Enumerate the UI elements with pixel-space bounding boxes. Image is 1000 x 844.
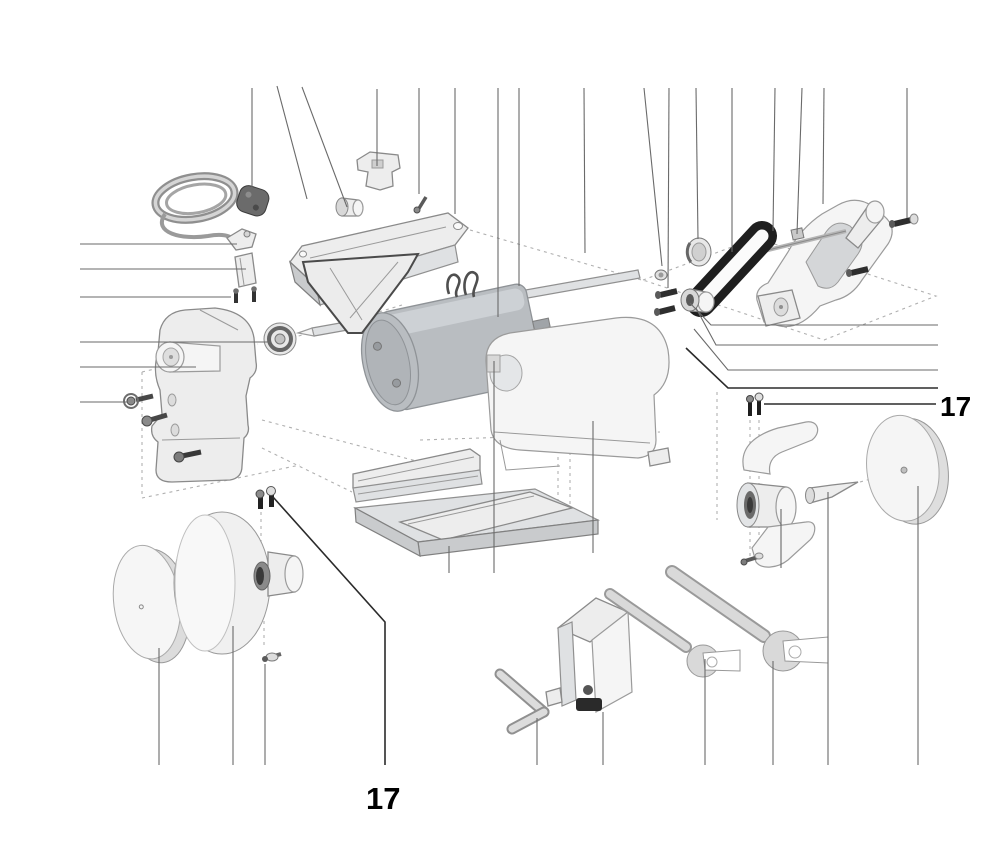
terminal-screws-pair bbox=[233, 286, 257, 303]
part-number-17-right: 17 bbox=[940, 391, 971, 422]
spacer-sleeve bbox=[335, 197, 364, 217]
mount-bolt-washer bbox=[123, 393, 154, 409]
power-plug bbox=[236, 185, 270, 217]
wheel-flange bbox=[173, 511, 304, 655]
left-motor-mount bbox=[150, 307, 258, 483]
wheel-guard-right bbox=[736, 421, 819, 568]
right-bearing-stand bbox=[756, 199, 893, 328]
hex-screw-left-1 bbox=[655, 288, 678, 299]
cable-clamp bbox=[226, 228, 257, 251]
guard-screw bbox=[740, 552, 764, 566]
polishing-wheel-right bbox=[866, 414, 949, 525]
cable-clip bbox=[446, 271, 479, 298]
motor-pulley bbox=[680, 288, 715, 313]
power-cord-coil bbox=[151, 172, 239, 224]
hex-screw-left-2 bbox=[654, 305, 676, 316]
clamp-holder bbox=[545, 597, 633, 713]
part-number-17-bottom: 17 bbox=[366, 781, 400, 816]
hex-key bbox=[494, 668, 550, 735]
rail-profile-upper bbox=[352, 448, 483, 503]
switch-bracket bbox=[356, 151, 401, 191]
ball-bearing bbox=[263, 322, 297, 356]
hex-screw-right-1 bbox=[846, 266, 869, 277]
drive-belt bbox=[686, 221, 777, 317]
fixing-screws-17-left bbox=[255, 486, 276, 509]
flange-screw bbox=[262, 652, 282, 662]
buffing-wheel-left bbox=[112, 544, 191, 664]
taper-spindle bbox=[805, 481, 859, 504]
rail-base-profile bbox=[353, 488, 601, 558]
leader-lines bbox=[80, 85, 938, 765]
mount-plate-triangle bbox=[301, 252, 420, 334]
strain-relief-bracket bbox=[234, 252, 257, 288]
washer-small bbox=[654, 269, 668, 281]
belt-cover bbox=[485, 316, 671, 471]
small-screw-top bbox=[413, 196, 428, 214]
hex-screw-right-2 bbox=[889, 213, 919, 228]
fixing-screws-17-right bbox=[746, 392, 764, 416]
mount-bolt-2 bbox=[141, 412, 168, 427]
pulley-washer bbox=[685, 237, 712, 267]
open-end-wrench-small bbox=[604, 588, 741, 678]
mount-bolt-3 bbox=[173, 449, 202, 463]
